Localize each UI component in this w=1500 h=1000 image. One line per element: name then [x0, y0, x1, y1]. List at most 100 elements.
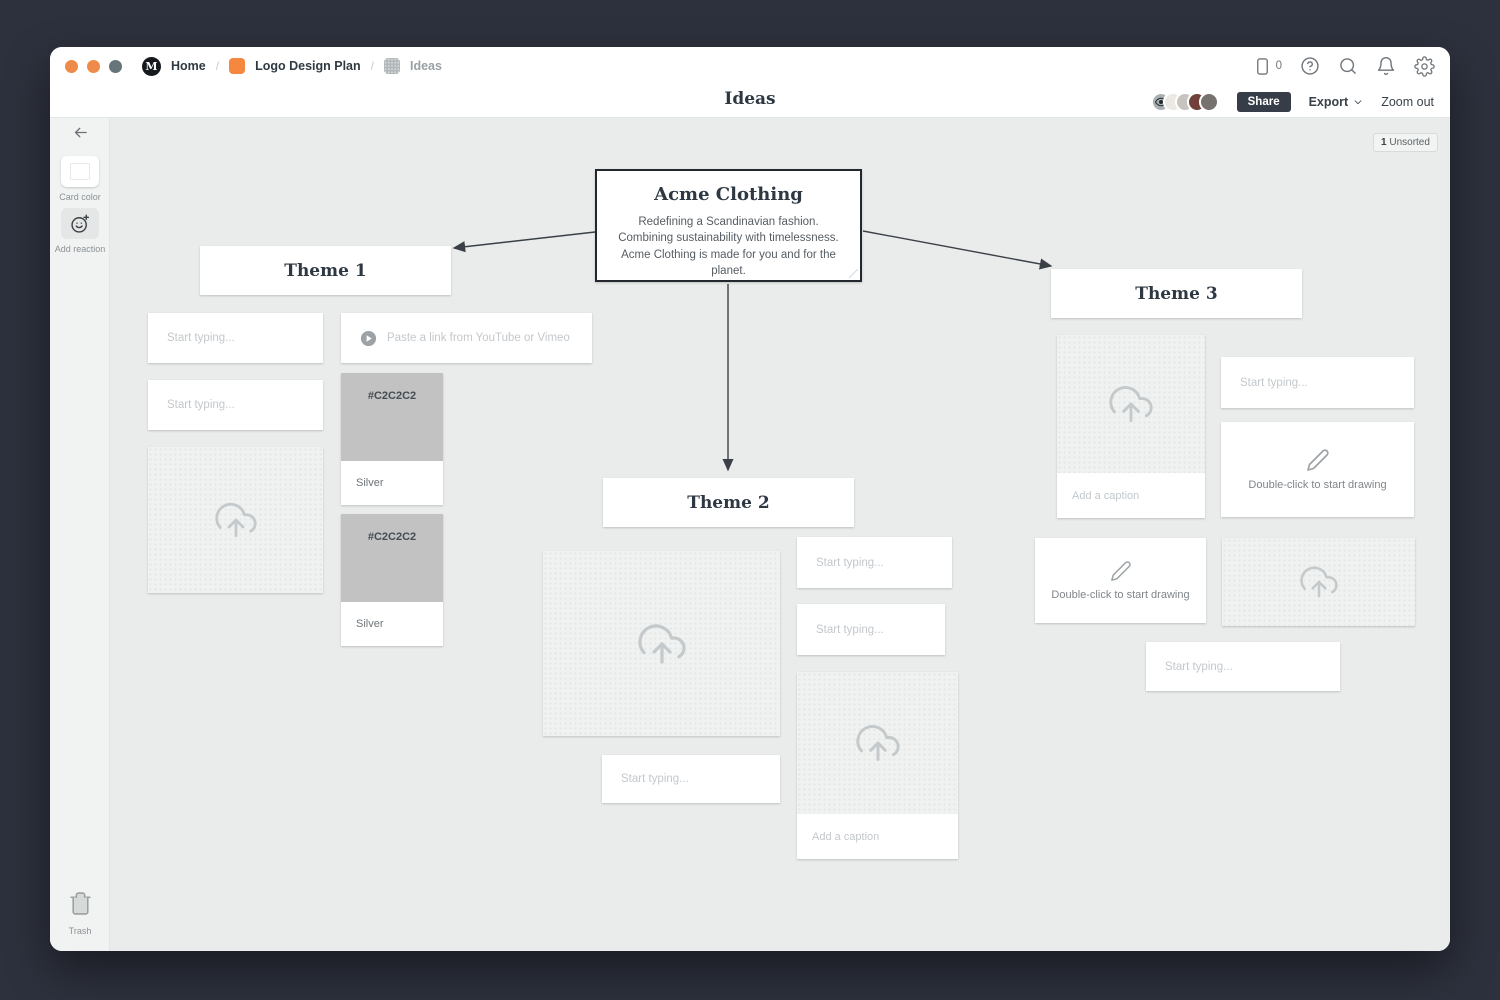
cloud-upload-icon	[214, 502, 257, 538]
note-card-empty[interactable]: Start typing...	[797, 537, 952, 588]
theme1-card[interactable]: Theme 1	[200, 246, 451, 295]
pencil-icon	[1306, 449, 1329, 471]
image-caption-field[interactable]: Add a caption	[797, 814, 958, 859]
image-upload-card-with-caption[interactable]: Add a caption	[1057, 335, 1205, 518]
resize-handle[interactable]	[849, 269, 858, 278]
image-upload-card[interactable]	[148, 447, 323, 593]
app-window: M Home / Logo Design Plan / Ideas 0	[50, 47, 1450, 951]
swatch-hex: #C2C2C2	[341, 514, 443, 602]
root-card-title: Acme Clothing	[654, 184, 803, 205]
card-color-label: Card color	[59, 192, 101, 202]
titlebar: M Home / Logo Design Plan / Ideas 0	[50, 47, 1450, 85]
video-link-card[interactable]: Paste a link from YouTube or Vimeo	[341, 313, 592, 363]
device-count: 0	[1275, 60, 1282, 72]
window-minimize-button[interactable]	[87, 59, 100, 73]
chevron-down-icon	[1354, 99, 1362, 104]
breadcrumb-current: Ideas	[409, 59, 442, 73]
unsorted-badge[interactable]: 1 Unsorted	[1373, 133, 1438, 152]
connector-root-theme3	[862, 230, 1053, 270]
trash-icon	[69, 892, 91, 915]
cloud-upload-icon	[1109, 386, 1153, 422]
card-color-button[interactable]	[61, 156, 99, 187]
connector-root-theme1	[452, 231, 596, 253]
note-card-empty[interactable]: Start typing...	[602, 755, 780, 803]
canvas[interactable]: 1 Unsorted Acme Clothing Redefining a Sc…	[110, 118, 1450, 951]
cloud-upload-icon	[637, 623, 686, 664]
swatch-name: Silver	[341, 602, 443, 646]
swatch-hex: #C2C2C2	[341, 373, 443, 461]
board-icon[interactable]	[229, 58, 246, 74]
root-note-card[interactable]: Acme Clothing Redefining a Scandinavian …	[595, 169, 862, 282]
add-reaction-label: Add reaction	[54, 244, 106, 254]
color-swatch-card[interactable]: #C2C2C2 Silver	[341, 514, 443, 646]
trash-button[interactable]	[50, 891, 110, 921]
pencil-icon	[1110, 561, 1131, 581]
breadcrumb-separator: /	[370, 59, 374, 73]
color-swatch-card[interactable]: #C2C2C2 Silver	[341, 373, 443, 505]
card-color-tool: Card color	[50, 156, 110, 202]
connector-lines	[452, 230, 1053, 472]
share-button[interactable]: Share	[1236, 91, 1291, 112]
left-toolbar: Card color Add reaction Trash	[50, 118, 110, 951]
cloud-upload-icon	[855, 725, 900, 761]
image-upload-card[interactable]	[1222, 538, 1415, 626]
note-card-empty[interactable]: Start typing...	[148, 313, 323, 363]
ideas-board-icon[interactable]	[383, 58, 400, 74]
note-card-empty[interactable]: Start typing...	[797, 604, 945, 655]
search-icon	[1340, 58, 1356, 74]
play-circle-icon	[360, 330, 377, 347]
sketch-placeholder: Double-click to start drawing	[1051, 589, 1190, 601]
window-controls	[65, 59, 122, 73]
breadcrumb-board[interactable]: Logo Design Plan	[255, 59, 361, 73]
image-upload-card[interactable]	[543, 551, 780, 736]
help-button[interactable]	[1300, 56, 1320, 76]
trash-label: Trash	[68, 926, 92, 936]
image-upload-card-with-caption[interactable]: Add a caption	[797, 672, 958, 859]
toolbar-actions: Share Export Zoom out	[1150, 85, 1434, 118]
page-title: Ideas	[724, 89, 776, 109]
video-placeholder: Paste a link from YouTube or Vimeo	[387, 332, 570, 344]
image-caption-field[interactable]: Add a caption	[1057, 473, 1205, 518]
export-label: Export	[1308, 94, 1349, 109]
breadcrumb-separator: /	[215, 59, 220, 73]
arrow-left-icon	[74, 127, 87, 138]
note-card-empty[interactable]: Start typing...	[1221, 357, 1414, 408]
export-button[interactable]: Export	[1309, 95, 1364, 109]
unsorted-label: Unsorted	[1389, 137, 1430, 148]
notifications-button[interactable]	[1376, 56, 1396, 76]
sketch-placeholder: Double-click to start drawing	[1248, 479, 1387, 491]
breadcrumb: M Home / Logo Design Plan / Ideas	[142, 56, 442, 76]
note-card-empty[interactable]: Start typing...	[1146, 642, 1340, 691]
trash-tool: Trash	[50, 891, 110, 936]
sketch-card[interactable]: Double-click to start drawing	[1221, 422, 1414, 517]
theme3-card[interactable]: Theme 3	[1051, 269, 1302, 318]
root-card-body: Redefining a Scandinavian fashion. Combi…	[618, 216, 839, 277]
note-card-empty[interactable]: Start typing...	[148, 380, 323, 430]
phone-icon	[1256, 57, 1268, 75]
zoom-out-button[interactable]: Zoom out	[1381, 94, 1434, 109]
back-button[interactable]	[50, 124, 110, 146]
theme2-card[interactable]: Theme 2	[603, 478, 854, 527]
add-reaction-button[interactable]	[61, 208, 99, 239]
titlebar-actions: 0	[1253, 55, 1435, 77]
search-button[interactable]	[1338, 56, 1358, 76]
smiley-plus-icon	[71, 214, 90, 233]
collaborator-avatars[interactable]	[1150, 91, 1219, 112]
unsorted-count: 1	[1381, 137, 1387, 148]
add-reaction-tool: Add reaction	[50, 208, 110, 254]
gear-icon	[1414, 55, 1435, 77]
color-swatch-icon	[70, 163, 90, 180]
settings-button[interactable]	[1414, 55, 1435, 77]
breadcrumb-home[interactable]: Home	[171, 59, 206, 73]
window-zoom-button[interactable]	[109, 59, 122, 73]
avatar[interactable]	[1198, 91, 1219, 112]
bell-icon	[1377, 56, 1395, 76]
sketch-card[interactable]: Double-click to start drawing	[1035, 538, 1206, 623]
swatch-name: Silver	[341, 461, 443, 505]
toolbar: Ideas Share Export Zoom out	[50, 85, 1450, 118]
mobile-devices-button[interactable]: 0	[1253, 57, 1282, 76]
cloud-upload-icon	[1299, 566, 1338, 598]
window-close-button[interactable]	[65, 59, 78, 73]
milanote-logo-icon[interactable]: M	[142, 56, 161, 76]
help-icon	[1301, 57, 1319, 75]
